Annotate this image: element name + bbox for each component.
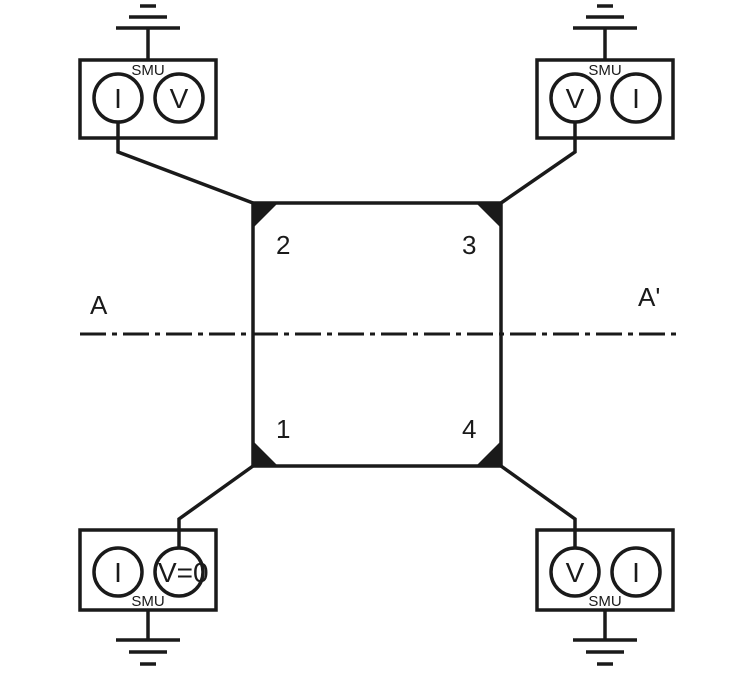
ground-icon (116, 4, 180, 60)
contact-label-1: 1 (276, 414, 290, 444)
section-label-a: A (90, 290, 108, 320)
sample-square (251, 201, 503, 468)
contact-pad-4 (476, 441, 501, 466)
smu-label: SMU (131, 62, 164, 79)
wire-contact-4 (499, 464, 577, 548)
smu-bottom-left: I V=0 SMU (78, 528, 218, 666)
voltage-meter (153, 72, 205, 124)
meter-label: I (632, 83, 640, 114)
contact-pad-3 (476, 203, 501, 228)
current-meter (610, 72, 662, 124)
meter-label: V=0 (158, 557, 209, 588)
ground-icon (116, 610, 180, 666)
smu-label: SMU (588, 593, 621, 610)
smu-bottom-right: V I SMU (535, 528, 675, 666)
meter-label: I (632, 557, 640, 588)
meter-label: I (114, 83, 122, 114)
current-meter (610, 546, 662, 598)
smu-box (535, 58, 675, 140)
smu-box (78, 58, 218, 140)
voltage-meter (549, 546, 601, 598)
smu-label: SMU (131, 593, 164, 610)
section-label-a-prime: A' (638, 282, 660, 312)
wire-contact-1 (177, 464, 255, 548)
contact-label-3: 3 (462, 230, 476, 260)
meter-label: V (566, 557, 585, 588)
contact-label-4: 4 (462, 414, 476, 444)
voltage-meter (153, 546, 205, 598)
current-meter (92, 72, 144, 124)
smu-top-right: SMU V I (535, 4, 675, 140)
current-meter (92, 546, 144, 598)
meter-label: I (114, 557, 122, 588)
voltage-meter (549, 72, 601, 124)
contact-label-2: 2 (276, 230, 290, 260)
smu-label: SMU (588, 62, 621, 79)
smu-top-left: SMU I V (78, 4, 218, 140)
wire-contact-2 (116, 122, 254, 205)
ground-icon (573, 610, 637, 666)
meter-label: V (170, 83, 189, 114)
contact-pad-1 (253, 441, 278, 466)
wire-contact-3 (500, 122, 577, 205)
contact-pad-2 (253, 203, 278, 228)
meter-label: V (566, 83, 585, 114)
ground-icon (573, 4, 637, 60)
